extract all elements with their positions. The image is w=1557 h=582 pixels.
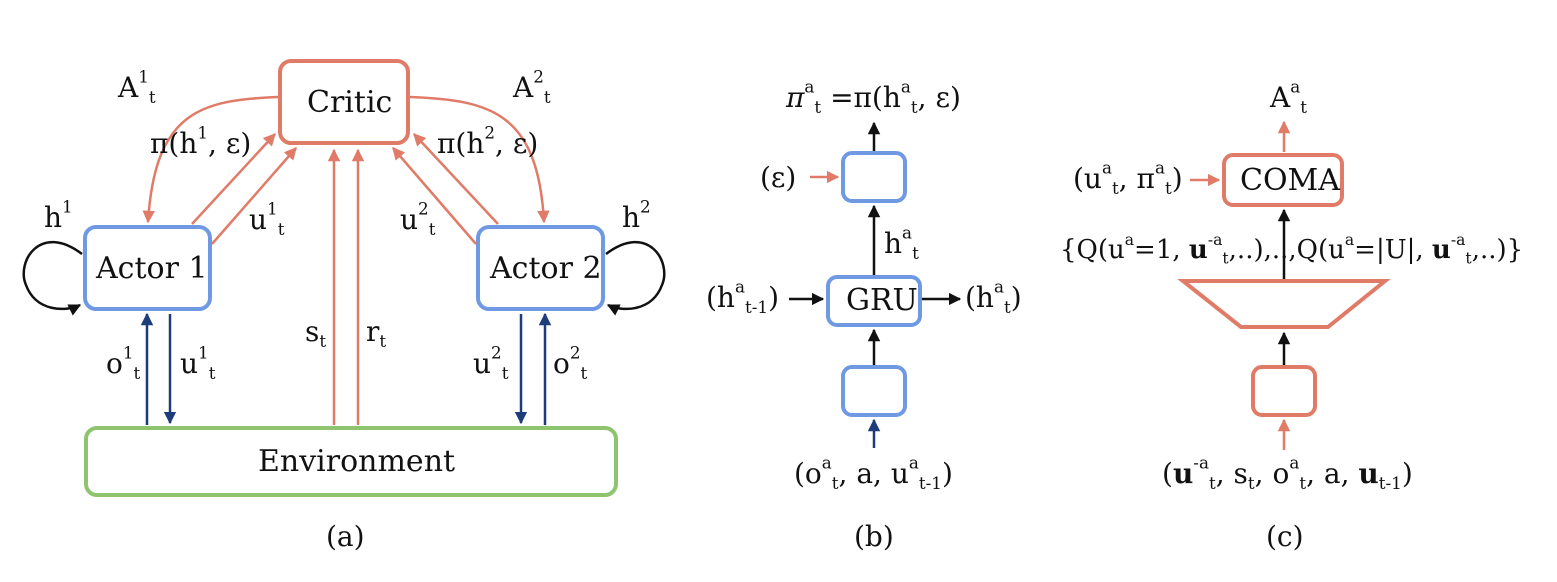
act-env-2-label: u2t bbox=[473, 342, 509, 383]
gru-label: GRU bbox=[846, 283, 918, 318]
arrow-actor1-action-to-critic bbox=[211, 147, 297, 245]
arrow-critic-to-actor1 bbox=[142, 95, 279, 224]
actor2-label: Actor 2 bbox=[490, 251, 602, 286]
loop-actor2-hidden bbox=[605, 240, 666, 316]
critic-label: Critic bbox=[307, 85, 393, 120]
arrow-critic-to-actor2 bbox=[409, 95, 550, 224]
gru-box bbox=[826, 275, 922, 327]
hidden-out-label: (hat) bbox=[965, 276, 1022, 317]
action-to-critic-1-label: u1t bbox=[249, 198, 285, 239]
policy-output-label: πat =π(hat, ε) bbox=[786, 76, 961, 117]
hidden-up-label: hat bbox=[884, 222, 919, 263]
act-env-1-label: u1t bbox=[180, 342, 216, 383]
coma-box bbox=[1222, 153, 1344, 207]
q-values-label: {Q(ua=1, u-at,..),..,Q(ua=|U|, u-at,..)} bbox=[1060, 230, 1524, 268]
arrow-actor2-action-to-critic bbox=[392, 147, 477, 245]
policy-head-box bbox=[841, 151, 907, 203]
agent-input-label: (oat, a, uat-1) bbox=[794, 452, 953, 493]
critic-input-label: (u-at, st, oat, a, ut-1) bbox=[1162, 452, 1413, 493]
coma-input-label: (uat, πat) bbox=[1073, 157, 1183, 198]
loop-actor1-hidden bbox=[22, 240, 83, 316]
hidden-2-label: h2 bbox=[622, 196, 651, 234]
actor1-box bbox=[83, 225, 212, 311]
action-to-critic-2-label: u2t bbox=[400, 198, 436, 239]
environment-box bbox=[84, 426, 618, 497]
obs-1-label: o1t bbox=[106, 342, 141, 383]
advantage-1-label: A1t bbox=[118, 66, 156, 107]
caption-b: (b) bbox=[854, 520, 894, 553]
environment-label: Environment bbox=[258, 444, 456, 479]
advantage-output-label: Aat bbox=[1270, 76, 1307, 117]
critic-input-encoder-box bbox=[1251, 365, 1317, 417]
advantage-2-label: A2t bbox=[513, 66, 551, 107]
hidden-in-label: (hat-1) bbox=[706, 276, 780, 317]
actor1-label: Actor 1 bbox=[96, 251, 208, 286]
reward-label: rt bbox=[366, 315, 387, 351]
policy-2-label: π(h2, ε) bbox=[437, 122, 539, 160]
critic-network-trapezoid bbox=[1177, 279, 1391, 329]
obs-2-label: o2t bbox=[553, 342, 588, 383]
arrow-actor2-policy-to-critic bbox=[413, 133, 499, 225]
epsilon-input-label: (ε) bbox=[760, 161, 797, 194]
input-encoder-box bbox=[841, 365, 907, 417]
coma-label: COMA bbox=[1240, 163, 1340, 198]
policy-1-label: π(h1, ε) bbox=[150, 122, 252, 160]
caption-a: (a) bbox=[326, 520, 365, 553]
actor2-box bbox=[476, 225, 605, 311]
state-label: st bbox=[305, 315, 327, 351]
hidden-1-label: h1 bbox=[44, 196, 73, 234]
caption-c: (c) bbox=[1266, 520, 1304, 553]
arrow-actor1-policy-to-critic bbox=[191, 133, 276, 225]
critic-box bbox=[278, 59, 410, 145]
